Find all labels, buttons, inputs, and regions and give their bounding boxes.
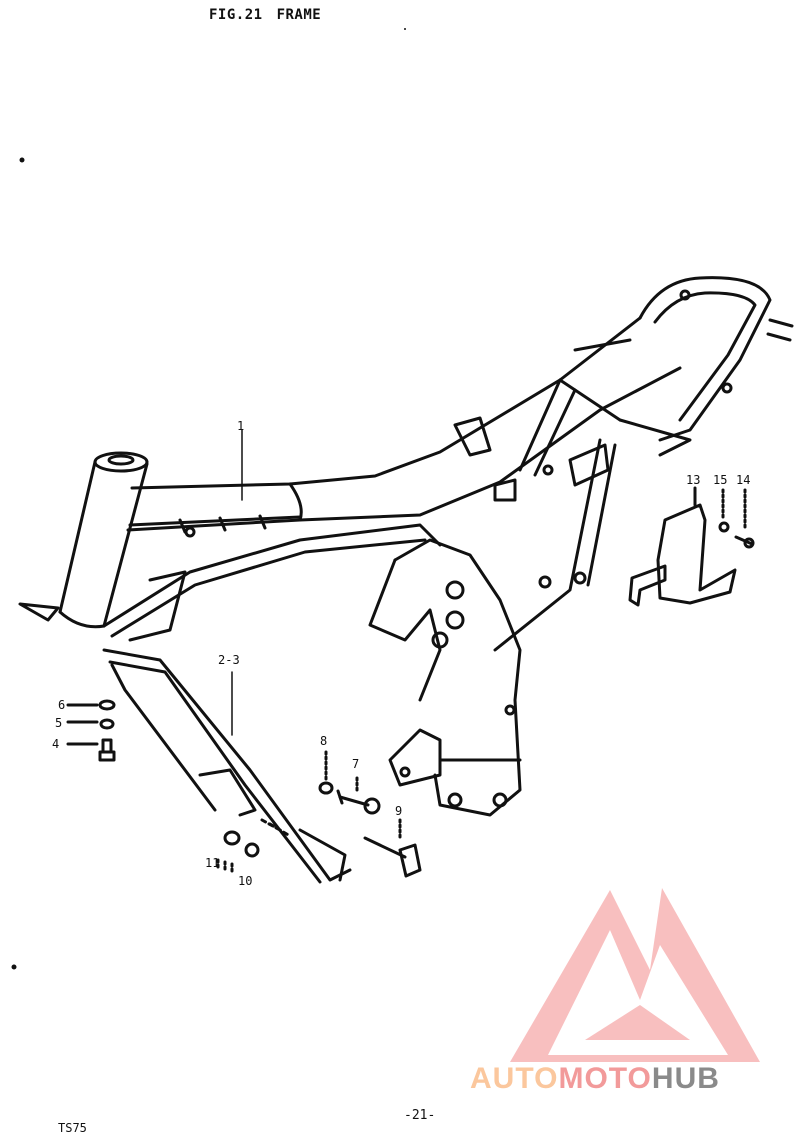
figure-name: FRAME — [276, 7, 322, 23]
watermark-part-moto: MOTO — [558, 1062, 652, 1095]
watermark-text: AUTOMOTOHUB — [470, 1062, 720, 1096]
pivot-plate — [368, 538, 522, 817]
callout-5: 5 — [55, 716, 62, 730]
watermark-part-auto: AUTO — [470, 1062, 559, 1095]
callout-labels: 1 2-3 4 5 6 7 8 9 10 11 13 14 15 — [52, 419, 750, 888]
callout-15: 15 — [713, 473, 727, 487]
callout-13: 13 — [686, 473, 700, 487]
nut-8 — [318, 750, 334, 795]
callout-11: 11 — [205, 856, 219, 870]
bracket-13 — [628, 486, 737, 607]
callout-9: 9 — [395, 804, 402, 818]
lower-rail-2-3 — [102, 648, 352, 884]
callout-4: 4 — [52, 737, 59, 751]
callout-7: 7 — [352, 757, 359, 771]
down-tube — [102, 523, 442, 642]
figure-title: FIG.21 FRAME — [209, 7, 335, 23]
main-frame-spine — [126, 316, 682, 534]
figure-number: FIG.21 — [209, 7, 263, 23]
callout-6: 6 — [58, 698, 65, 712]
callout-14: 14 — [736, 473, 750, 487]
scan-specks — [11, 28, 406, 970]
leader-lines — [231, 429, 243, 736]
rear-subframe-loop — [493, 276, 794, 652]
watermark-logo-icon — [510, 888, 760, 1062]
bolt-9 — [363, 818, 422, 878]
frame-tabs — [184, 289, 733, 589]
page-number: -21- — [404, 1108, 436, 1123]
washer-10-11 — [216, 830, 260, 876]
head-tube — [18, 451, 149, 629]
watermark-part-hub: HUB — [651, 1062, 720, 1095]
bolt-7 — [336, 776, 381, 815]
callout-1: 1 — [237, 419, 244, 433]
bolt-stack-4-5-6 — [66, 699, 116, 762]
bolts-14-15 — [718, 488, 755, 549]
callout-8: 8 — [320, 734, 327, 748]
model-code: TS75 — [58, 1121, 87, 1135]
callout-10: 10 — [238, 874, 252, 888]
callout-2-3: 2-3 — [218, 653, 240, 667]
